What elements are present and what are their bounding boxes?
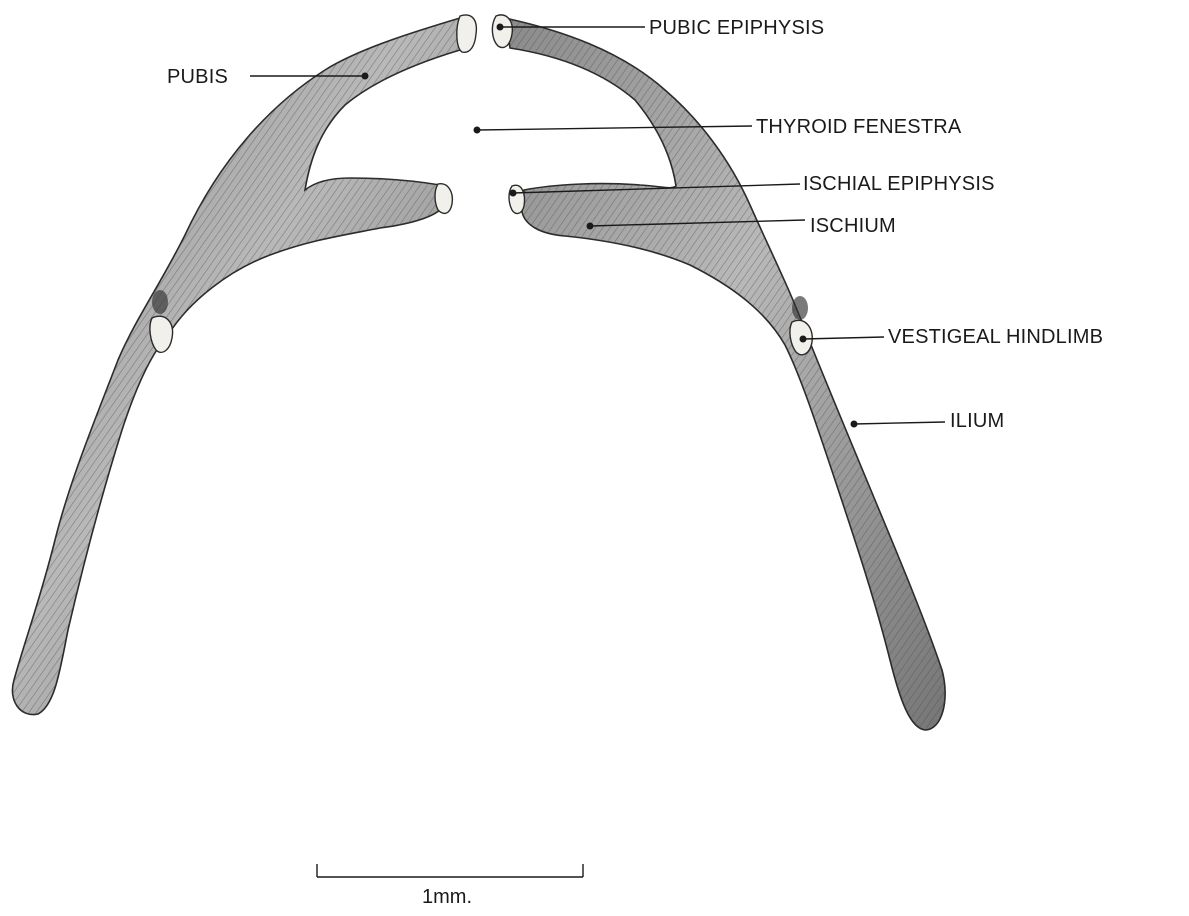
leader-line <box>803 337 884 339</box>
thyroid-fenestra-label: THYROID FENESTRA <box>756 116 962 138</box>
label-ilium: ILIUM <box>851 410 1005 432</box>
right-hindlimb-shadow <box>792 296 808 320</box>
right-pubic-epiphysis <box>492 15 512 48</box>
left-pelvic-half <box>12 15 476 715</box>
pubic-epiphysis-label: PUBIC EPIPHYSIS <box>649 17 824 39</box>
left-ischial-epiphysis <box>435 184 452 214</box>
left-vestigeal-hindlimb <box>150 316 173 352</box>
scale-bar-label: 1mm. <box>422 886 472 908</box>
label-vestigeal-hindlimb: VESTIGEAL HINDLIMB <box>800 326 1104 348</box>
pubis-label: PUBIS <box>167 66 228 88</box>
label-thyroid-fenestra: THYROID FENESTRA <box>474 116 962 138</box>
left-pubis-ilium-bone <box>12 18 460 715</box>
left-hindlimb-shadow <box>152 290 168 314</box>
right-ischial-epiphysis <box>509 185 525 213</box>
leader-line <box>477 126 752 130</box>
leader-line <box>854 422 945 424</box>
left-pubic-epiphysis <box>457 15 477 52</box>
left-bone-shading <box>12 18 460 715</box>
vestigeal-hindlimb-label: VESTIGEAL HINDLIMB <box>888 326 1103 348</box>
scale-bar: 1mm. <box>317 864 583 908</box>
ischium-label: ISCHIUM <box>810 215 896 237</box>
ilium-label: ILIUM <box>950 410 1004 432</box>
ischial-epiphysis-label: ISCHIAL EPIPHYSIS <box>803 173 995 195</box>
